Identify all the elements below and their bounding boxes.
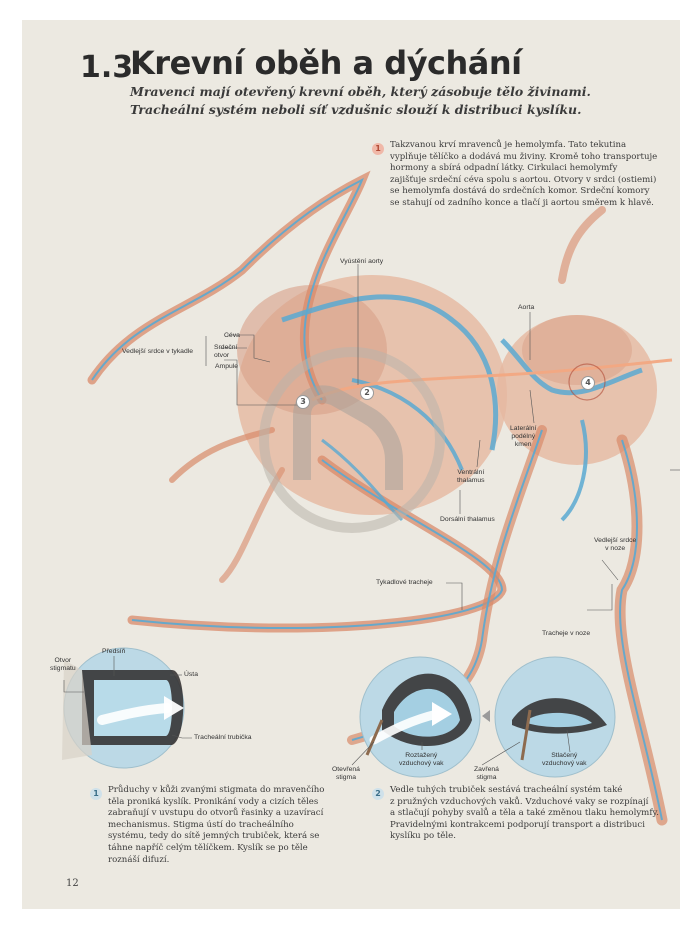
callout-line: Vedle tuhých trubiček sestává tracheální… xyxy=(390,785,623,795)
callout-line: Pravidelnými kontrakcemi podporují trans… xyxy=(390,819,645,830)
air-sac-closed-detail xyxy=(494,656,616,778)
label-line: stigma xyxy=(335,774,356,781)
label-line: Otevřená xyxy=(332,766,360,773)
callout-line: a stlačují pohyby svalů a těla a také zm… xyxy=(390,808,659,819)
callout-b2-badge: 2 xyxy=(372,788,384,800)
label-line: stigma xyxy=(476,774,497,781)
label-line: kmen xyxy=(514,441,532,448)
page: 1.3 Krevní oběh a dýchání Mravenci mají … xyxy=(22,20,680,909)
leg-middle xyxy=(614,434,668,826)
label-tykadlove-tracheje: Tykadlové tracheje xyxy=(376,579,433,586)
callout-hemolymph: Takzvanou krví mravenců je hemolymfa. Ta… xyxy=(390,140,657,210)
subtitle-line-2: Tracheální systém neboli síť vzdušnic sl… xyxy=(130,102,582,117)
section-number: 1.3 xyxy=(80,50,134,85)
label-ceva: Céva xyxy=(224,332,240,339)
label-line: vzduchový vak xyxy=(542,760,587,767)
label-dorsalni-thalamus: Dorsální thalamus xyxy=(440,516,495,523)
page-number: 12 xyxy=(66,878,79,889)
callout-line: hormony a sbírá odpadní látky. Cirkulaci… xyxy=(390,163,618,174)
label-vedlejsi-srdce-tykadle: Vedlejší srdce v tykadle xyxy=(122,348,194,355)
callout-b1-badge: 1 xyxy=(90,788,102,800)
label-line: Srdeční xyxy=(214,344,238,351)
label-line: Laterální xyxy=(510,425,537,432)
label-line: podélný xyxy=(511,433,536,440)
callout-line: roznáší difuzí. xyxy=(108,854,170,865)
label-trachealni-trubicka: Tracheální trubička xyxy=(194,734,252,741)
callout-line: těla proniká kyslík. Pronikání vody a ci… xyxy=(108,796,319,807)
label-tracheje-noze: Tracheje v noze xyxy=(542,630,591,637)
stigma-detail xyxy=(62,647,185,769)
label-line: Stlačený xyxy=(551,752,578,759)
callout-line: vyplňuje tělíčko a dodává mu živiny. Kro… xyxy=(390,151,658,162)
callout-line: Takzvanou krví mravenců je hemolymfa. Ta… xyxy=(390,140,627,150)
callout-line: zajišťuje srdeční céva spolu s aortou. O… xyxy=(390,174,657,185)
page-title: Krevní oběh a dýchání xyxy=(130,44,522,82)
air-sac-open-detail xyxy=(359,656,481,778)
callout-line: Průduchy v kůži zvanými stigmata do mrav… xyxy=(108,785,325,795)
callout-air-sacs: Vedle tuhých trubiček sestává tracheální… xyxy=(390,785,659,843)
marker-3: 3 xyxy=(296,395,310,409)
watermark-ring xyxy=(259,347,445,533)
label-usta: Ústa xyxy=(184,671,198,678)
aorta-line xyxy=(311,358,673,402)
label-line: vzduchový vak xyxy=(399,760,444,767)
ant-illustration xyxy=(62,170,680,826)
callout-line: mechanismus. Stigma ústí do tracheálního xyxy=(108,819,294,830)
label-line: thalamus xyxy=(457,477,485,484)
callout-line: se hemolymfa dostává do srdečních komor.… xyxy=(390,186,650,197)
label-line: stigmatu xyxy=(50,665,76,672)
callout-line: se stahují od zadního konce a tlačí ji a… xyxy=(390,197,654,208)
label-ampule: Ampule xyxy=(215,363,239,370)
marker-2: 2 xyxy=(360,386,374,400)
callout-line: z pružných vzduchových vaků. Vzduchové v… xyxy=(390,796,649,807)
callout-line: zabraňují v uvstupu do otvorů řasinky a … xyxy=(108,808,324,819)
callout-line: táhne napříč celým tělíčkem. Kyslík se p… xyxy=(108,842,308,853)
label-line: Zavřená xyxy=(474,766,499,773)
label-line: Otvor xyxy=(54,657,72,664)
label-line: v noze xyxy=(605,545,626,552)
callout-1-badge: 1 xyxy=(372,143,384,155)
label-vyusteni-aorty: Vyústění aorty xyxy=(340,258,384,265)
label-line: Roztažený xyxy=(405,752,438,759)
subtitle-line-1: Mravenci mají otevřený krevní oběh, kter… xyxy=(130,84,591,99)
callout-line: kyslíku po těle. xyxy=(390,831,456,842)
callout-line: systému, tedy do sítě jemných trubiček, … xyxy=(108,831,320,842)
label-line: Vedlejší srdce xyxy=(594,537,637,544)
label-aorta: Aorta xyxy=(518,304,535,311)
marker-4: 4 xyxy=(581,376,595,390)
label-line: Ventrální xyxy=(457,469,485,476)
label-predsin: Předsíň xyxy=(102,648,126,655)
label-line: otvor xyxy=(214,352,230,359)
callout-stigma: Průduchy v kůži zvanými stigmata do mrav… xyxy=(108,785,325,866)
